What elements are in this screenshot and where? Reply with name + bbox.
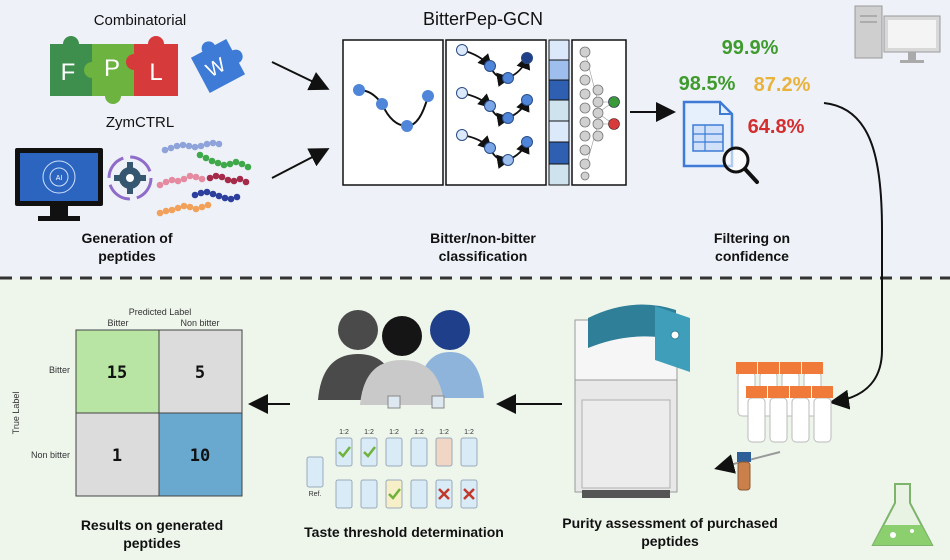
purity-caption-line1: Purity assessment of purchased <box>562 515 778 531</box>
generation-caption-line1: Generation of <box>81 230 172 246</box>
magnifier-icon <box>722 146 759 184</box>
gear-icon <box>107 155 153 201</box>
arrow-puzzle-to-model <box>271 61 330 91</box>
matrix-cell-fp <box>75 412 160 497</box>
matrix-col-label-non-bitter: Non bitter <box>180 318 219 328</box>
puzzle-icon <box>50 36 246 104</box>
arrow-filter-to-purity <box>823 102 883 410</box>
taste-cups <box>306 437 478 509</box>
matrix-row-label-bitter: Bitter <box>49 365 70 375</box>
embedding-vector <box>548 39 570 186</box>
peptide-chains-icon <box>156 139 252 217</box>
cup-ratio-label-4: 1:2 <box>414 429 424 436</box>
model-title: BitterPep-GCN <box>423 9 543 29</box>
classification-caption-line2: classification <box>439 248 528 264</box>
matrix-value-fn: 5 <box>195 363 205 383</box>
confidence-value-1: 99.9% <box>722 37 779 59</box>
vials-icon <box>736 362 833 443</box>
arrow-zymctrl-to-model <box>271 148 330 179</box>
graph-panel <box>342 39 444 186</box>
computer-monitor-icon <box>15 148 103 221</box>
matrix-value-tp: 15 <box>107 363 127 383</box>
hplc-instrument-icon <box>574 304 690 498</box>
generation-caption-line2: peptides <box>98 248 156 264</box>
filter-caption-line2: confidence <box>715 248 789 264</box>
spreadsheet-file-icon <box>682 100 734 168</box>
taste-caption: Taste threshold determination <box>304 524 504 540</box>
purity-caption-line2: peptides <box>641 533 699 549</box>
peptide-graph <box>353 84 434 132</box>
puzzle-letter-f: F <box>61 59 76 86</box>
classification-caption-line1: Bitter/non-bitter <box>430 230 536 246</box>
results-caption-line1: Results on generated <box>81 517 223 533</box>
puzzle-letter-l: L <box>149 59 162 86</box>
matrix-value-fp: 1 <box>112 446 122 466</box>
classifier-network <box>579 46 620 181</box>
zymctrl-label: ZymCTRL <box>106 114 174 131</box>
reference-cup-label: Ref. <box>309 491 322 498</box>
matrix-cell-tp <box>75 329 160 414</box>
puzzle-letter-p: P <box>104 55 120 82</box>
sample-vial-icon <box>737 452 751 491</box>
true-label-title: True Label <box>11 392 21 435</box>
flask-icon <box>871 483 934 546</box>
cup-ratio-label-1: 1:2 <box>339 429 349 436</box>
screen-ai-label: AI <box>56 175 63 182</box>
confidence-value-4: 64.8% <box>748 116 805 138</box>
combinatorial-label: Combinatorial <box>94 12 187 29</box>
cup-ratio-label-2: 1:2 <box>364 429 374 436</box>
results-caption-line2: peptides <box>123 535 181 551</box>
matrix-col-label-bitter: Bitter <box>107 318 128 328</box>
confidence-value-3: 87.2% <box>754 74 811 96</box>
matrix-row-label-non-bitter: Non bitter <box>31 450 70 460</box>
computer-workstation-icon <box>854 5 941 63</box>
cup-ratio-label-3: 1:2 <box>389 429 399 436</box>
tasters-icon <box>318 310 484 409</box>
gcn-nodes <box>456 44 533 166</box>
matrix-cell-tn <box>158 412 243 497</box>
filter-caption-line1: Filtering on <box>714 230 790 246</box>
confidence-value-2: 98.5% <box>679 73 736 95</box>
cup-ratio-label-6: 1:2 <box>464 429 474 436</box>
matrix-value-tn: 10 <box>190 446 210 466</box>
predicted-label-title: Predicted Label <box>129 307 192 317</box>
cup-ratio-label-5: 1:2 <box>439 429 449 436</box>
